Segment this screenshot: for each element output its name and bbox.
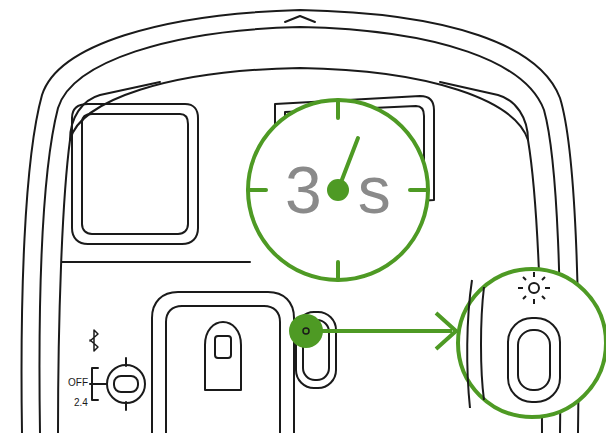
switch-24-label: 2.4 [74, 398, 88, 408]
duration-label: 3s [285, 157, 427, 223]
switch-off-label: OFF [68, 378, 88, 388]
